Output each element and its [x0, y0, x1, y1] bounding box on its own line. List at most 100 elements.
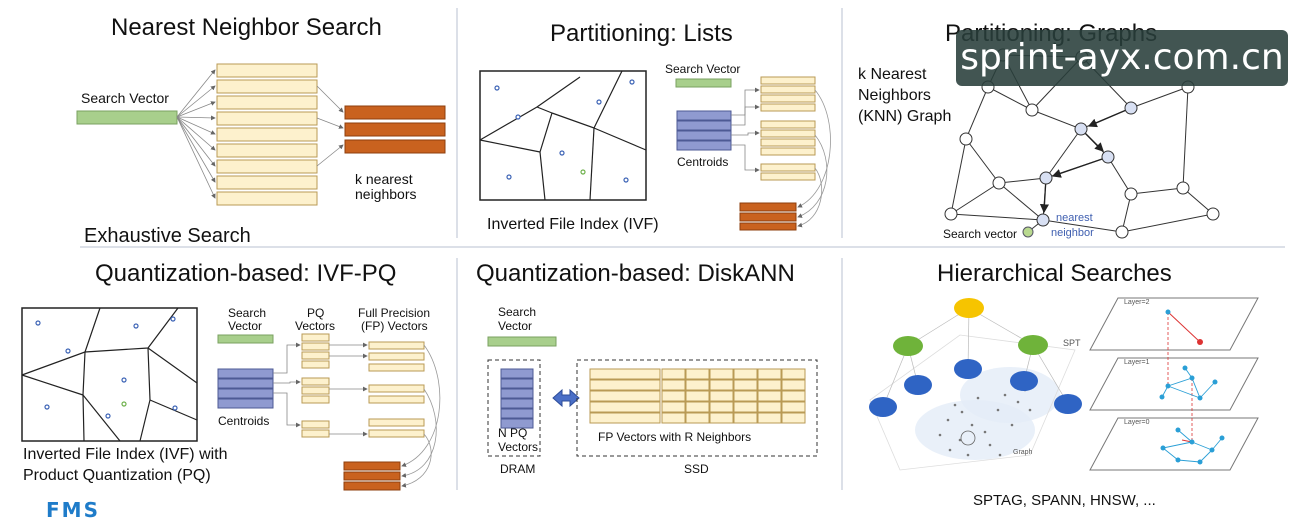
hierarchical-searches-title: Hierarchical Searches: [937, 260, 1172, 287]
neighbor-cell: [661, 401, 686, 413]
pq-vector-list: [500, 368, 534, 429]
neighbor-cell: [733, 390, 758, 402]
neighbor-cell: [733, 412, 758, 424]
neighbors-label: neighbors: [355, 186, 417, 202]
graph-node: [1176, 181, 1190, 195]
neighbor-cell: [757, 390, 782, 402]
neighbor-grid: [661, 368, 806, 424]
layer0-label: Layer=0: [1124, 419, 1150, 426]
search-label: Search: [228, 306, 267, 320]
spt-node: [954, 359, 982, 379]
neighbor-cell: [709, 379, 734, 391]
diskann-diagram: [487, 336, 818, 457]
ivfpq-result-neighbors: [343, 461, 401, 491]
neighbor-cell: [709, 390, 734, 402]
layer1-label: Layer=1: [1124, 359, 1150, 366]
knn-label-line1: k Nearest: [858, 66, 927, 83]
graph-node: [1115, 225, 1129, 239]
graph-node: [959, 132, 973, 146]
graph-search-vector-label: Search vector: [943, 227, 1018, 241]
neighbor-cell: [709, 401, 734, 413]
knn-label-line2: Neighbors: [858, 87, 931, 104]
neighbor-cell: [661, 390, 686, 402]
full-precision-label: Full Precision: [358, 306, 431, 320]
neighbor-cell: [781, 368, 806, 380]
nearest-neighbor-search-title: Nearest Neighbor Search: [111, 14, 382, 41]
graph-label: Graph: [1013, 449, 1033, 456]
neighbor-cell: [781, 412, 806, 424]
spt-node: [893, 336, 923, 356]
n-pq-vectors-label: Vectors: [498, 440, 539, 454]
neighbor-cell: [733, 368, 758, 380]
neighbor-cell: [757, 379, 782, 391]
dram-ssd-arrow: [552, 388, 580, 408]
hnsw-diagram: [1089, 297, 1259, 471]
spt-node: [869, 397, 897, 417]
spt-root-node: [954, 298, 984, 318]
search-label: Search: [498, 305, 537, 319]
dram-label: DRAM: [500, 462, 536, 476]
sptag-diagram: [869, 298, 1082, 471]
nearest-neighbor-node: [1036, 213, 1050, 227]
fp-r-neighbors-label: FP Vectors with R Neighbors: [598, 430, 752, 444]
search-vector-label: Search Vector: [81, 90, 169, 106]
neighbor-cell: [781, 390, 806, 402]
search-vector-bar: [487, 336, 557, 347]
spt-node: [1010, 371, 1038, 391]
partitioning-lists-title: Partitioning: Lists: [550, 20, 733, 47]
search-vector-node: [1022, 226, 1034, 238]
graph-node: [992, 176, 1006, 190]
graph-node: [1025, 103, 1039, 117]
search-vector-label: Search Vector: [665, 62, 741, 76]
neighbor-cell: [757, 401, 782, 413]
neighbor-cell: [685, 401, 710, 413]
neighbor-cell: [685, 390, 710, 402]
ivf-pq-caption-line2: Product Quantization (PQ): [23, 467, 211, 484]
centroid-list: [676, 110, 732, 151]
neighbor-cell: [709, 412, 734, 424]
fms-logo: FMS: [46, 498, 100, 522]
path-node: [1101, 150, 1115, 164]
ivf-diagram: [479, 70, 831, 231]
ivf-pq-diagram: [21, 307, 441, 491]
ssd-box: [576, 359, 818, 457]
pq-vectors-label: Vectors: [295, 319, 336, 333]
watermark-banner: sprint-ayx.com.cn: [956, 30, 1288, 86]
ivf-pq-caption-line1: Inverted File Index (IVF) with: [23, 446, 228, 463]
neighbor-cell: [685, 379, 710, 391]
k-nearest-neighbors-list: [344, 105, 446, 154]
diskann-title: Quantization-based: DiskANN: [476, 260, 795, 287]
dram-box: [487, 359, 541, 457]
exhaustive-search-label: Exhaustive Search: [84, 225, 251, 247]
ivf-pq-title: Quantization-based: IVF-PQ: [95, 260, 397, 287]
centroids-label: Centroids: [218, 414, 270, 428]
path-node: [1074, 122, 1088, 136]
vector-label: Vector: [228, 319, 263, 333]
neighbor-cell: [661, 368, 686, 380]
ssd-label: SSD: [684, 462, 709, 476]
ivf-result-neighbors: [739, 202, 797, 231]
path-node: [1039, 171, 1053, 185]
neighbor-cell: [661, 379, 686, 391]
neighbor-cell: [757, 368, 782, 380]
k-nearest-label: k nearest: [355, 171, 413, 187]
search-vector-bar: [675, 78, 732, 88]
spt-node: [1054, 394, 1082, 414]
neighbor-cell: [781, 379, 806, 391]
path-node: [1124, 101, 1138, 115]
neighbor-cell: [733, 379, 758, 391]
knn-label-line3: (KNN) Graph: [858, 108, 952, 125]
vector-label: Vector: [498, 319, 533, 333]
hierarchical-caption: SPTAG, SPANN, HNSW, ...: [973, 492, 1156, 509]
neighbor-cell: [757, 412, 782, 424]
pq-label: PQ: [307, 306, 325, 320]
neighbor-cell: [685, 368, 710, 380]
graph-node: [1124, 187, 1138, 201]
nearest-label: nearest: [1056, 212, 1093, 224]
exhaustive-search-diagram: [76, 63, 446, 206]
fp-vectors-label: (FP) Vectors: [361, 319, 428, 333]
neighbor-cell: [733, 401, 758, 413]
graph-node: [944, 207, 958, 221]
search-vector-bar: [76, 110, 178, 125]
